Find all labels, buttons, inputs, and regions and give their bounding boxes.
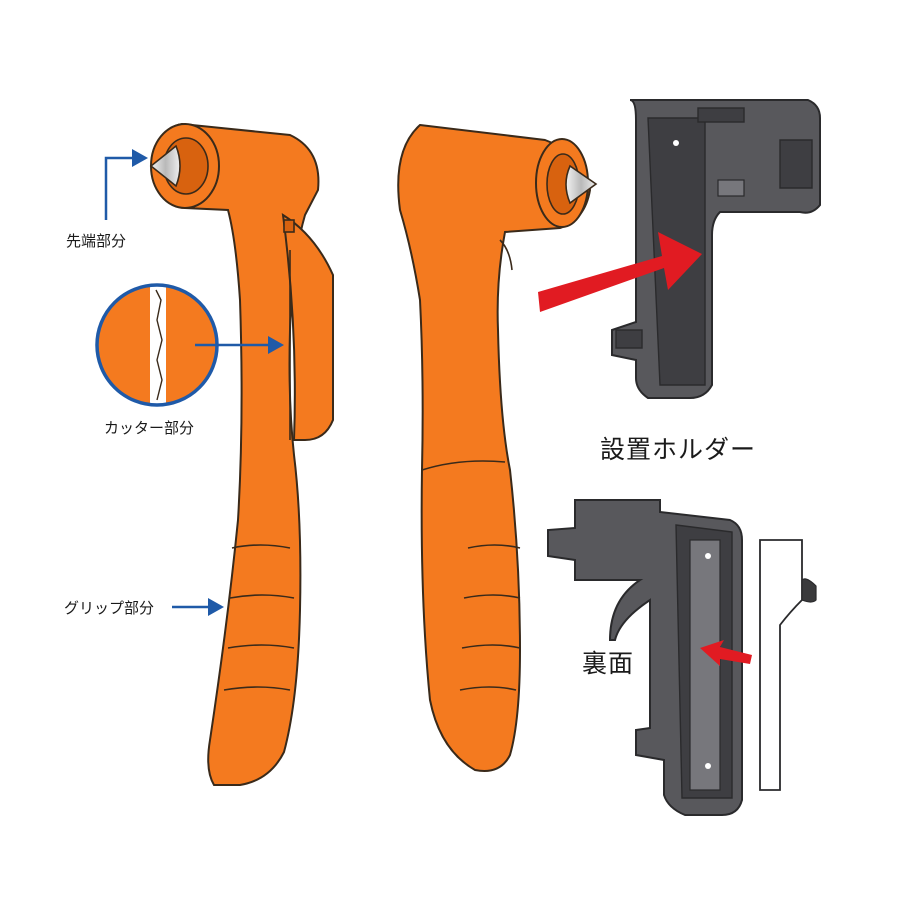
callout-cutter-arrowhead — [268, 336, 284, 354]
cutter-magnifier-blade — [155, 289, 163, 401]
label-back: 裏面 — [582, 649, 635, 678]
holder-front-latch — [717, 179, 745, 197]
callout-tip-pointer — [104, 149, 148, 220]
adhesive-tape — [759, 539, 817, 791]
attach-arrow — [700, 640, 752, 666]
hammer-right-grip-edge — [421, 460, 506, 471]
callout-grip-pointer — [172, 598, 224, 616]
holder-front-top-tab — [697, 107, 745, 123]
cutter-magnifier-slot — [150, 285, 166, 405]
hammer-left-clip — [283, 219, 295, 233]
cutter-magnifier — [95, 283, 284, 407]
label-cutter: カッター部分 — [104, 419, 195, 437]
holder-back-recess — [689, 539, 721, 791]
holder-front-side-slot — [779, 139, 813, 189]
holder-front-lower-tab — [615, 329, 643, 349]
holder-front — [611, 99, 821, 399]
holder-back — [547, 499, 743, 816]
label-grip: グリップ部分 — [64, 599, 155, 617]
adhesive-tape-peel — [801, 578, 817, 603]
hammer-left-cutter-guard — [281, 213, 334, 441]
hammer-left-grip-rings — [223, 544, 295, 691]
holder-front-screw-hole — [673, 140, 679, 146]
holder-back-hole-top — [705, 553, 711, 559]
hammer-right-tip — [565, 164, 598, 205]
label-tip: 先端部分 — [66, 232, 127, 250]
label-holder: 設置ホルダー — [600, 435, 757, 464]
hammer-right-body — [397, 123, 592, 772]
hammer-left — [149, 122, 334, 786]
insert-arrow — [538, 232, 702, 312]
holder-back-hole-bottom — [705, 763, 711, 769]
hammer-left-tip — [149, 144, 181, 188]
hammer-right-grip-rings — [459, 544, 521, 691]
hammer-right — [397, 123, 598, 772]
hammer-right-side-seam — [499, 239, 513, 271]
